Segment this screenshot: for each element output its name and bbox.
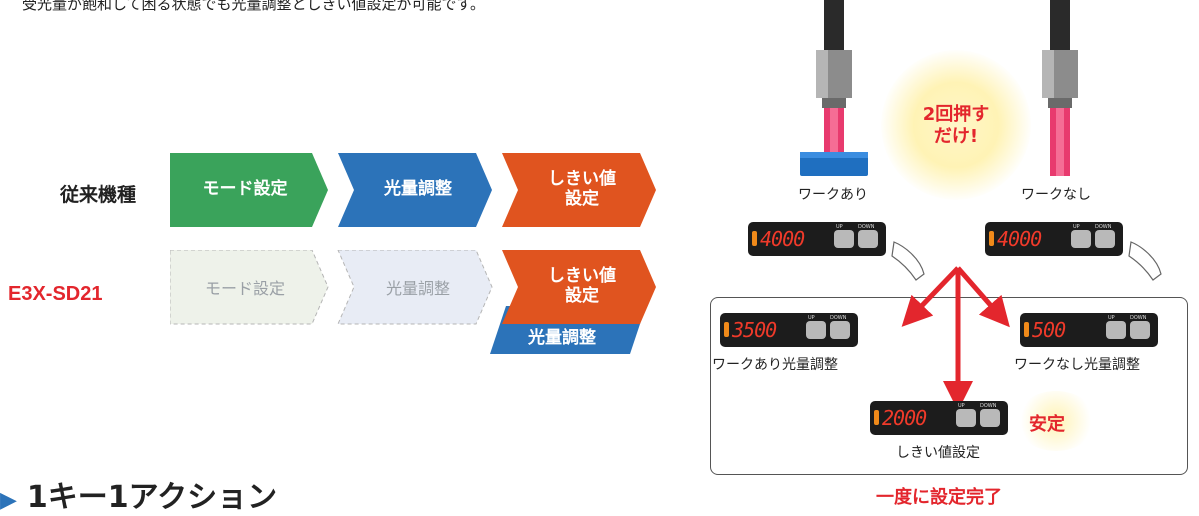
stable-label: 安定: [1029, 414, 1065, 435]
e3x-step-threshold-shape: [502, 250, 656, 324]
e3x-ghost-adjust: 光量調整: [385, 279, 450, 298]
threshold-caption: しきい値設定: [896, 445, 980, 461]
e3x-flow-arrows: [170, 250, 656, 354]
result-arrows: [901, 266, 1010, 411]
complete-label: 一度に設定完了: [876, 487, 1002, 508]
e3x-ghost-mode: モード設定: [204, 279, 285, 298]
conventional-step-mode: モード設定: [202, 179, 288, 200]
intro-text: 受光量が飽和して困る状態でも光量調整としきい値設定が可能です。: [22, 0, 486, 13]
sensor-without-work: [1042, 0, 1078, 176]
e3x-ghost-mode-shape: [170, 250, 329, 325]
up-button[interactable]: [956, 409, 976, 427]
display-value: 500: [1032, 318, 1066, 342]
amplifier-absent-adjust: 500 UP DOWN: [1020, 313, 1158, 347]
work-present-caption: ワークあり: [798, 187, 868, 203]
conventional-step-adjust-shape: [338, 153, 492, 227]
press-badge-glow: [881, 50, 1031, 200]
present-adjust-caption: ワークあり光量調整: [712, 357, 838, 373]
conventional-step-adjust: 光量調整: [384, 179, 452, 200]
display-value: 4000: [997, 227, 1042, 251]
down-button[interactable]: [830, 321, 850, 339]
conventional-step-mode-shape: [170, 153, 328, 227]
down-button[interactable]: [980, 409, 1000, 427]
amplifier-threshold: 2000 UP DOWN: [870, 401, 1008, 435]
work-absent-caption: ワークなし: [1021, 187, 1091, 203]
down-button[interactable]: [1095, 230, 1115, 248]
display-value: 4000: [760, 227, 805, 251]
display-value: 2000: [882, 406, 927, 430]
press-badge-text: 2回押すだけ!: [922, 104, 990, 147]
conventional-flow-arrows: [170, 153, 656, 227]
up-button[interactable]: [806, 321, 826, 339]
finger-press-icon: [1128, 241, 1162, 281]
e3x-model-label: E3X-SD21: [8, 283, 103, 305]
down-button[interactable]: [858, 230, 878, 248]
amplifier-present-adjust: 3500 UP DOWN: [720, 313, 858, 347]
sensor-with-work: [800, 0, 868, 176]
amplifier-unit-absent: 4000 UP DOWN: [985, 222, 1123, 256]
display-value: 3500: [732, 318, 777, 342]
e3x-step-threshold: しきい値設定: [548, 266, 616, 306]
down-button[interactable]: [1130, 321, 1150, 339]
arrow-right-icon: ▶: [0, 488, 17, 513]
section-heading: ▶1キー1アクション: [0, 480, 278, 515]
conventional-step-threshold-shape: [502, 153, 656, 227]
e3x-step-adjust-included: 光量調整: [528, 328, 596, 349]
finger-press-icon: [891, 241, 925, 281]
up-button[interactable]: [1071, 230, 1091, 248]
conventional-step-threshold: しきい値設定: [548, 169, 616, 209]
stable-glow: [1016, 391, 1096, 451]
up-button[interactable]: [1106, 321, 1126, 339]
amplifier-unit-present: 4000 UP DOWN: [748, 222, 886, 256]
e3x-ghost-adjust-shape: [337, 250, 493, 325]
up-button[interactable]: [834, 230, 854, 248]
absent-adjust-caption: ワークなし光量調整: [1014, 357, 1140, 373]
conventional-model-label: 従来機種: [60, 184, 137, 206]
